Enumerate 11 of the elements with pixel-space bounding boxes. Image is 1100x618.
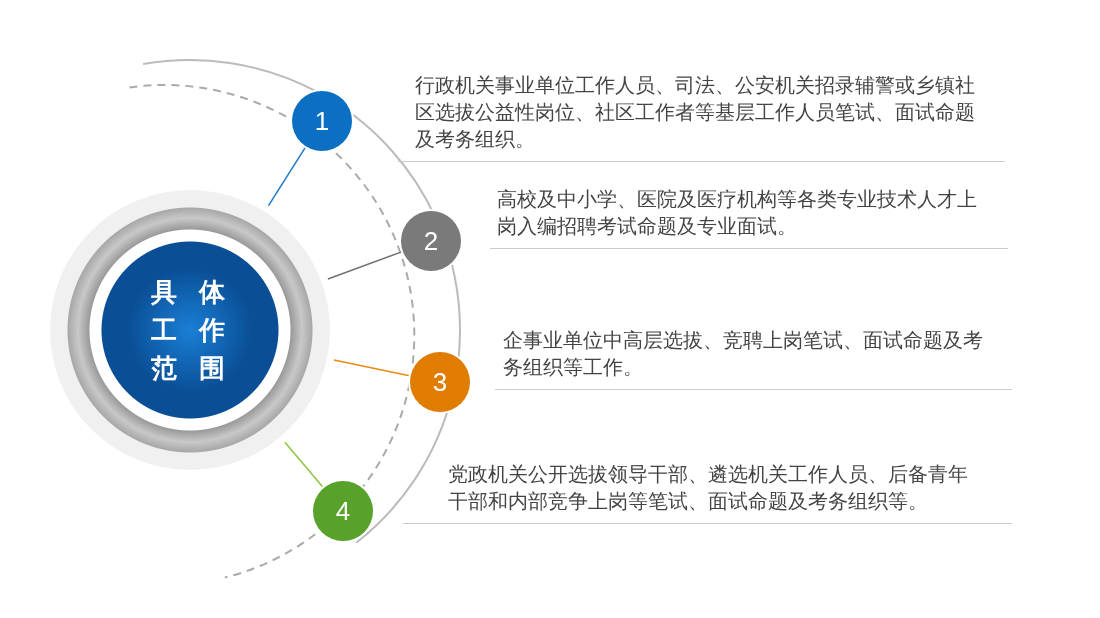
number-circle: 2 — [401, 211, 461, 271]
description-text: 行政机关事业单位工作人员、司法、公安机关招录辅警或乡镇社区选拔公益性岗位、社区工作者等基层工作人员笔试、面试命题及考务组织。 — [398, 72, 1005, 162]
connector-line — [327, 250, 404, 280]
connector-line — [284, 441, 325, 489]
number-circle: 3 — [410, 352, 470, 412]
number-circle: 1 — [292, 91, 352, 151]
number-circle: 4 — [313, 481, 373, 541]
description-text: 党政机关公开选拔领导干部、遴选机关工作人员、后备青年干部和内部竞争上岗等笔试、面试命题及考务组织等。 — [403, 461, 1012, 524]
description-text: 企事业单位中高层选拔、竞聘上岗笔试、面试命题及考务组织等工作。 — [495, 327, 1012, 390]
description-text: 高校及中小学、医院及医疗机构等各类专业技术人才上岗入编招聘考试命题及专业面试。 — [490, 186, 1008, 249]
center-title: 具体工作范围 — [150, 276, 248, 385]
